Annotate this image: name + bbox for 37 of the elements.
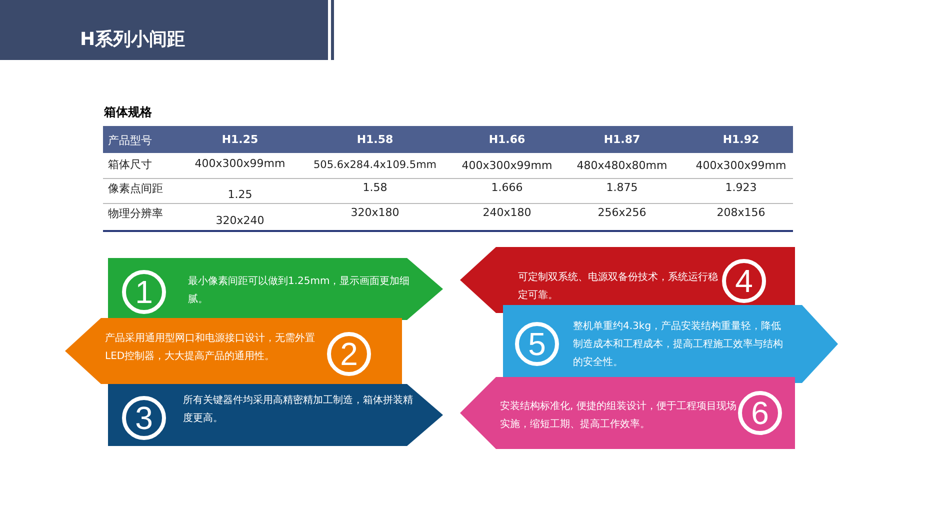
step-number: 5: [515, 322, 559, 366]
column-header: H1.58: [356, 133, 394, 146]
table-value: 320x240: [216, 214, 264, 227]
table-value: 505.6x284.4x109.5mm: [313, 159, 437, 171]
step-number: 1: [122, 270, 166, 314]
table-value: 1.58: [362, 181, 388, 194]
table-value: 1.875: [606, 181, 638, 194]
column-header: H1.66: [488, 133, 526, 146]
step-number: 3: [122, 396, 166, 440]
feature-text: 整机单重约4.3kg，产品安装结构重量轻，降低制造成本和工程成本，提高工程施工效率与结构的安全性。: [573, 320, 783, 370]
row-header: 箱体尺寸: [108, 157, 152, 172]
table-value: 400x300x99mm: [462, 159, 552, 172]
table-value: 480x480x80mm: [576, 159, 668, 172]
feature-text: 最小像素间距可以做到1.25mm，显示画面更加细腻。: [188, 274, 411, 307]
row-header: 像素点间距: [108, 181, 163, 196]
table-value: 1.25: [228, 188, 252, 201]
feature-text: 可定制双系统、电源双备份技术，系统运行稳定可靠。: [518, 270, 718, 303]
page-title: H系列小间距: [80, 28, 186, 51]
table-value: 320x180: [350, 206, 400, 219]
table-value: 400x300x99mm: [696, 159, 786, 172]
feature-text: 所有关键器件均采用高精密精加工制造，箱体拼装精度更高。: [183, 394, 413, 426]
feature-text: 安装结构标准化, 便捷的组装设计，便于工程项目现场实施，缩短工期、提高工作效率。: [500, 400, 738, 432]
table-value: 1.923: [725, 181, 757, 194]
table-value: 256x256: [598, 206, 646, 219]
column-header: H1.87: [604, 133, 640, 146]
column-header: 产品型号: [108, 133, 152, 148]
table-value: 208x156: [716, 206, 766, 219]
step-number: 6: [738, 391, 782, 435]
row-header: 物理分辨率: [108, 206, 163, 221]
column-header: H1.92: [722, 133, 760, 146]
feature-text: 产品采用通用型网口和电源接口设计，无需外置LED控制器，大大提高产品的通用性。: [105, 332, 316, 364]
table-value: 1.666: [491, 181, 523, 194]
table-value: 240x180: [482, 206, 532, 219]
table-title: 箱体规格: [104, 104, 152, 121]
column-header: H1.25: [222, 133, 258, 146]
step-number: 2: [327, 332, 371, 376]
table-value: 400x300x99mm: [194, 157, 286, 170]
